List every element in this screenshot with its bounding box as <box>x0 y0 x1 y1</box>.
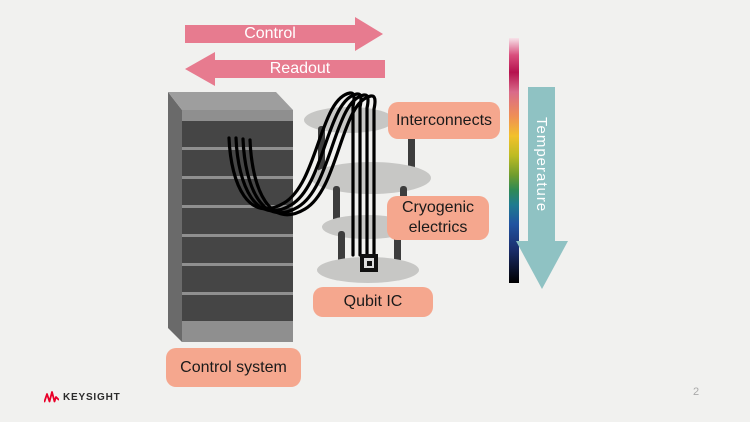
keysight-logo-text: KEYSIGHT <box>63 391 121 403</box>
cryostat-plate <box>311 162 431 194</box>
arrow-right-icon <box>355 17 383 51</box>
readout-arrow: Readout <box>185 52 385 86</box>
page-number: 2 <box>692 386 700 398</box>
interconnects-label: Interconnects <box>388 102 500 139</box>
control-arrow: Control <box>185 17 383 51</box>
control-arrow-body <box>185 25 355 43</box>
server-rack <box>168 92 293 342</box>
control-arrow-label: Control <box>244 25 296 42</box>
readout-arrow-label: Readout <box>269 60 331 77</box>
arrow-left-icon <box>185 52 215 86</box>
cable <box>248 94 377 257</box>
keysight-spark-icon <box>44 391 59 403</box>
rack-side-face <box>168 92 182 342</box>
temperature-label: Temperature <box>533 116 550 213</box>
cable-bundle <box>227 91 377 257</box>
qubit-chip <box>360 254 378 272</box>
rack-top-face <box>168 92 293 110</box>
rack-unit <box>182 237 293 263</box>
rack-unit <box>182 266 293 292</box>
cryogenic-electrics-label: Cryogenic electrics <box>387 196 489 240</box>
temperature-arrow: Temperature <box>528 87 555 242</box>
arrow-down-icon <box>516 241 568 289</box>
chip-core <box>367 261 372 266</box>
control-system-label: Control system <box>166 348 301 387</box>
rack-unit <box>182 295 293 321</box>
readout-arrow-body <box>215 60 385 78</box>
qubit-ic-label: Qubit IC <box>313 287 433 317</box>
temperature-gradient-bar <box>509 38 519 283</box>
support-rod <box>394 231 401 268</box>
keysight-logo: KEYSIGHT <box>44 391 121 403</box>
